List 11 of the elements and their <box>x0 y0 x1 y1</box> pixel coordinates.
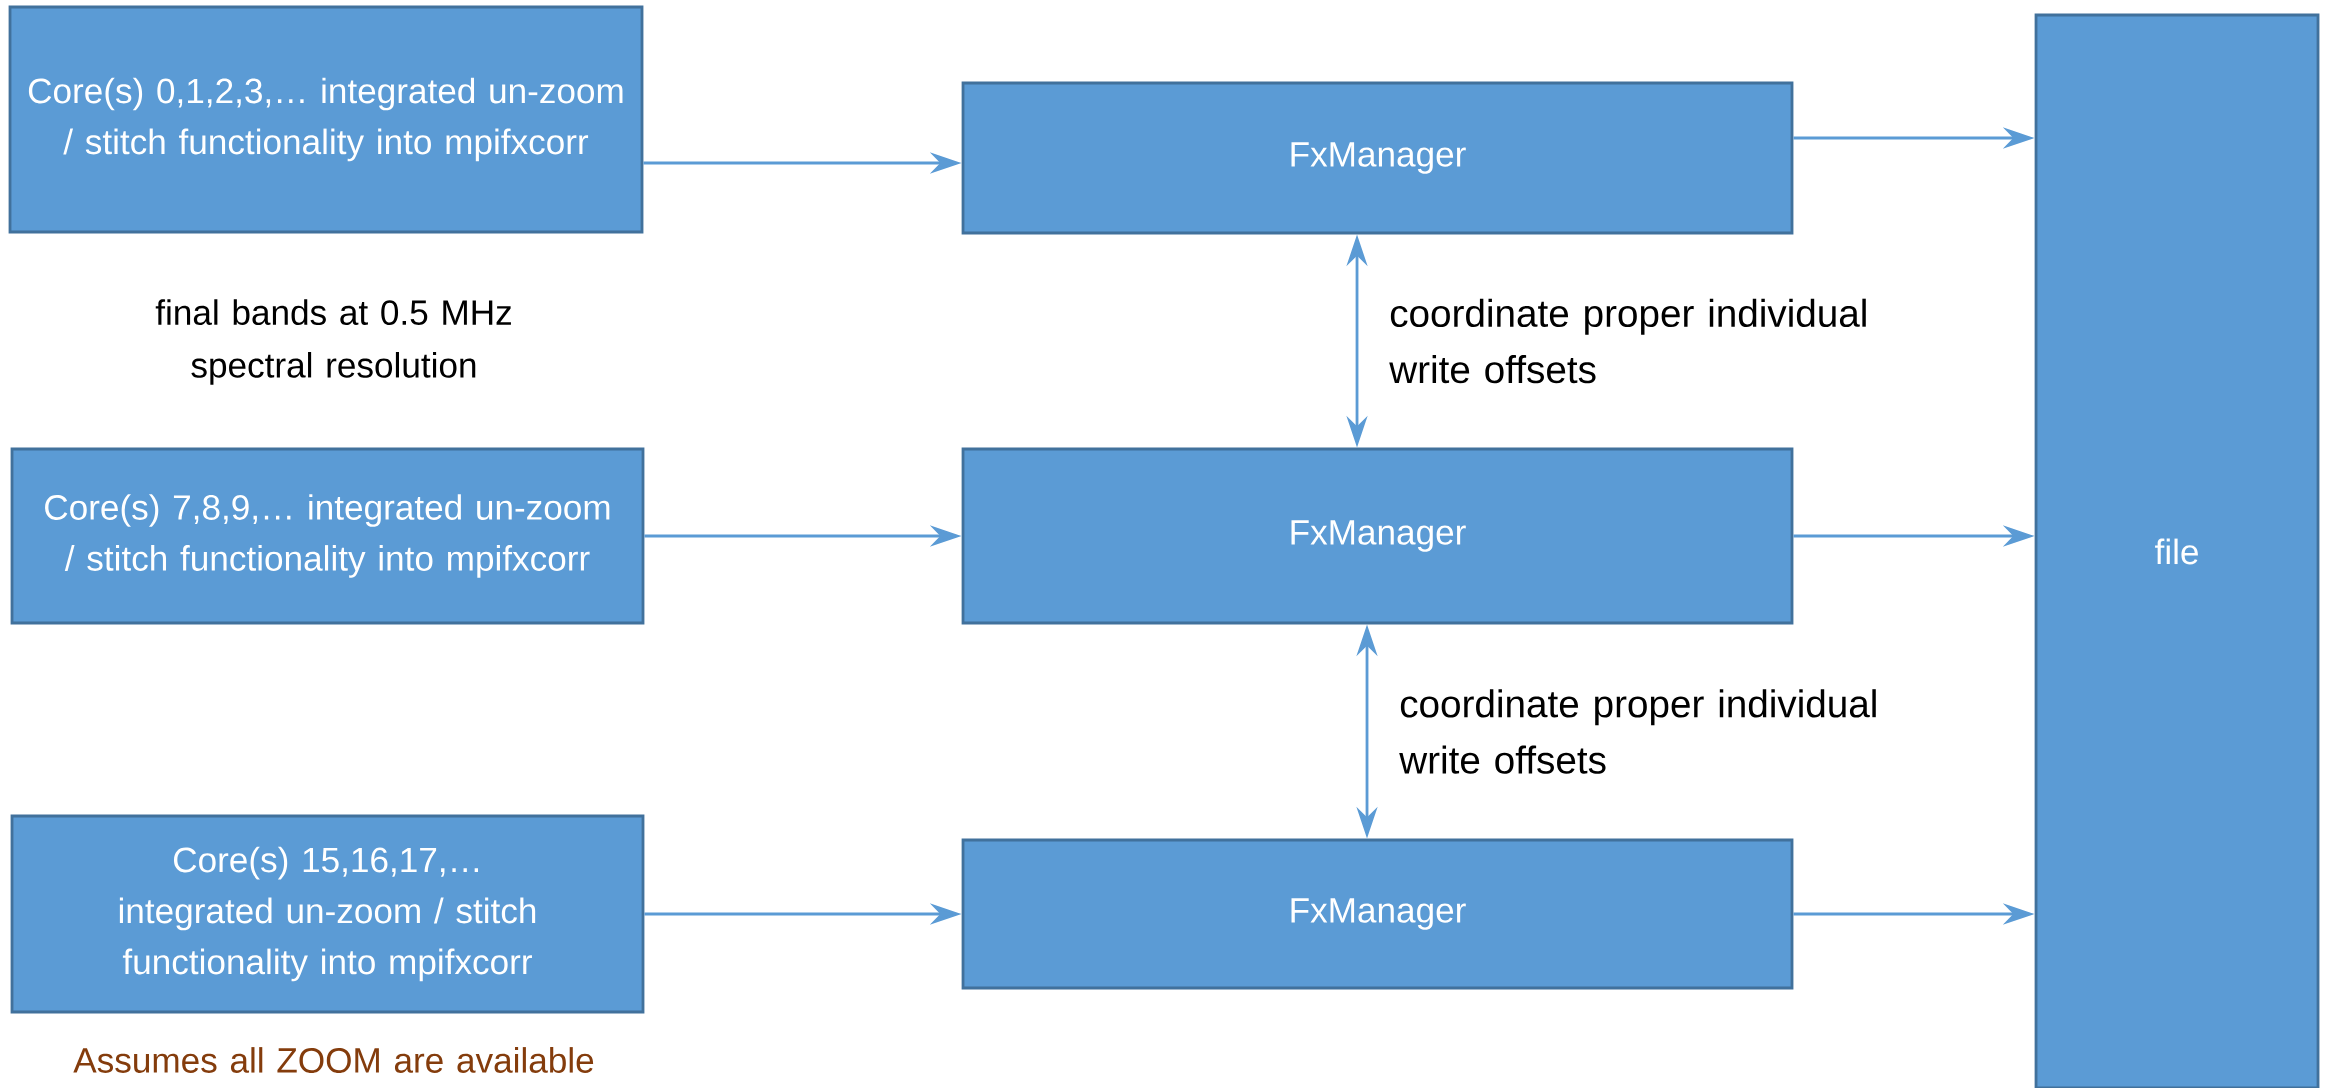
edge-label: coordinate proper individual write offsets <box>1399 689 1876 774</box>
process-box: FxManager <box>961 838 1794 990</box>
note-text: final bands at 0.5 MHz spectral resolution <box>155 299 511 385</box>
process-box: Core(s) 7,8,9,… integrated un-zoom / stitch functionality into mpifxcorr <box>10 447 645 625</box>
process-box: Core(s) 0,1,2,3,… integrated un-zoom / stitch functionality into mpifxcorr <box>8 5 644 234</box>
edge-label: coordinate proper individual write offsets <box>1389 298 1866 384</box>
process-box: FxManager <box>961 447 1794 625</box>
process-box: FxManager <box>961 81 1794 235</box>
process-box: Core(s) 15,16,17,… integrated un-zoom / stitch functionality into mpifxcorr <box>10 814 645 1014</box>
storage-box: file <box>2034 13 2320 1088</box>
note-text: Assumes all ZOOM are available <box>73 1047 594 1073</box>
